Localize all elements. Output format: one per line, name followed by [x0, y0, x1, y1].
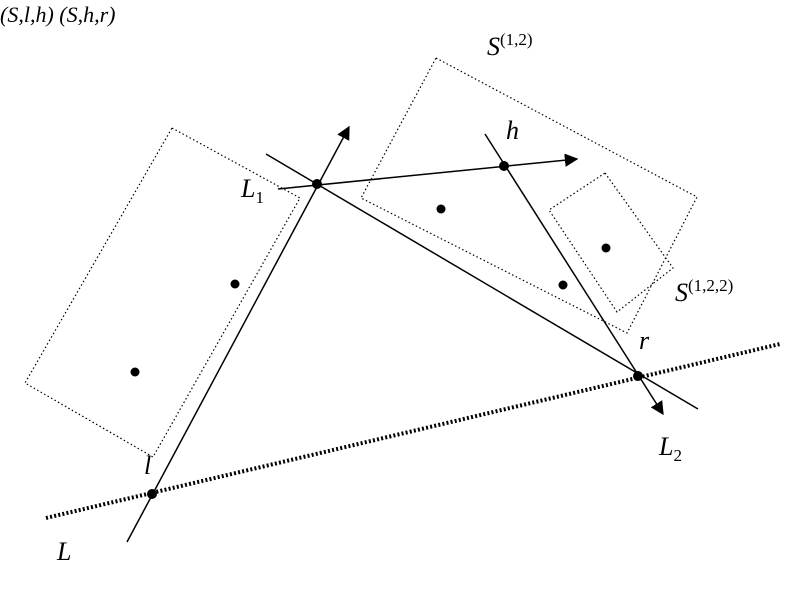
label-l: l [144, 451, 151, 480]
point-r [633, 371, 643, 381]
data-point [230, 279, 240, 289]
arrow-h-r [484, 133, 664, 416]
data-point [130, 367, 140, 377]
label-L: L [56, 537, 71, 566]
data-point [601, 243, 611, 253]
line-L1-to-r [265, 153, 699, 410]
label-S122: S(1,2,2) [675, 276, 733, 307]
line-l-arrow [126, 125, 350, 543]
point-L1 [312, 179, 322, 189]
point-h [499, 161, 509, 171]
top-caption: (S,l,h) (S,h,r) [0, 2, 115, 27]
point-l [147, 489, 157, 499]
data-point [558, 280, 568, 290]
label-h: h [506, 116, 519, 145]
label-r: r [639, 326, 650, 355]
left-dotted-region [24, 127, 301, 458]
label-L2: L2 [658, 432, 682, 465]
region-s122 [548, 172, 674, 313]
region-s12 [360, 57, 698, 334]
arrow-L1-h [277, 153, 579, 190]
data-point [436, 204, 446, 214]
label-L1: L1 [240, 174, 264, 207]
label-S12: S(1,2) [487, 30, 533, 61]
